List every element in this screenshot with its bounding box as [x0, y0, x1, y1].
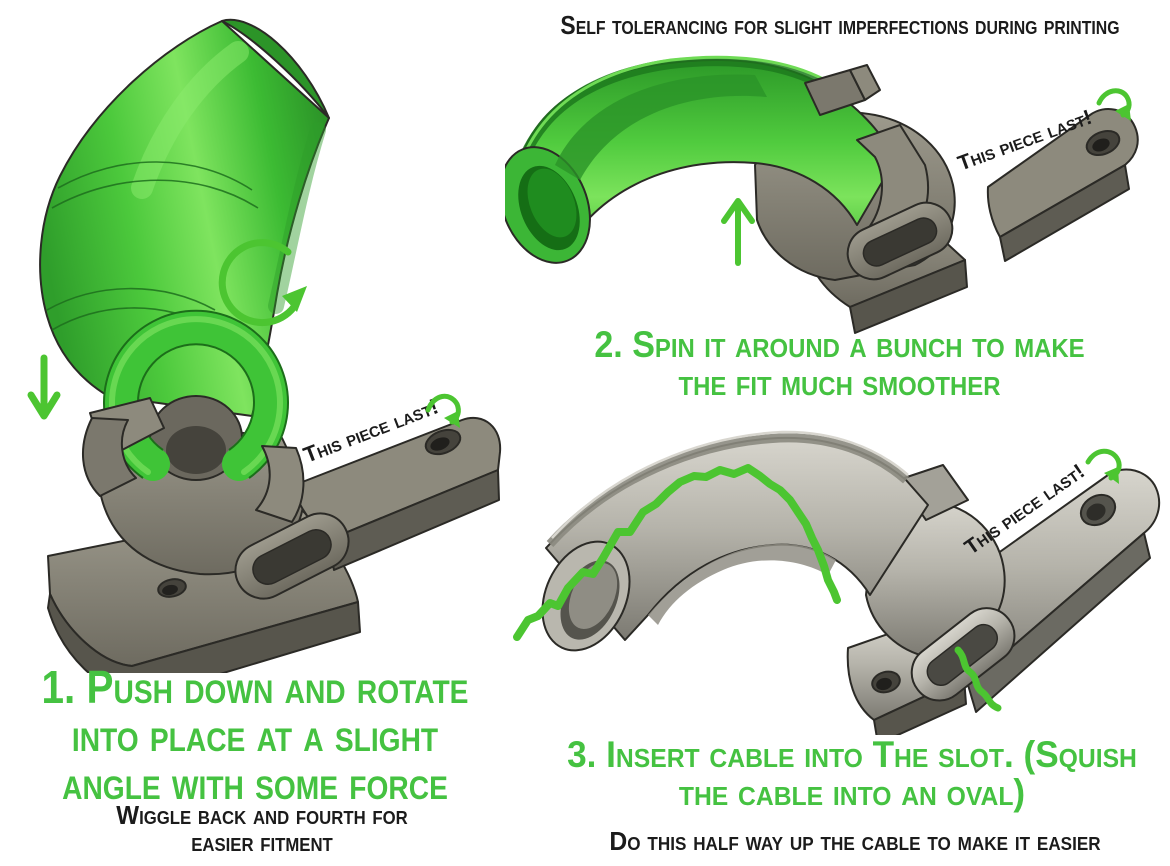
hook-arrow-icon — [1085, 448, 1122, 484]
cable-slot-stadium — [234, 512, 350, 600]
step1-subheading: Wiggle back and fourth for easier fitmen… — [116, 800, 408, 858]
arrow-up-icon — [721, 198, 755, 266]
step3-subheading: Do this half way up the cable to make it… — [609, 826, 1101, 856]
printing-tolerance-note: Self tolerancing for slight imperfection… — [560, 10, 1120, 40]
figure-step1-push-rotate: This piece last! — [27, 18, 502, 673]
green-elbow-tube-cutaway — [505, 55, 896, 264]
step1-heading: 1. Push down and rotate into place at a … — [41, 661, 469, 809]
figure-step3-insert-cable: This piece last! — [513, 430, 1161, 735]
hook-arrow-icon — [1096, 88, 1132, 121]
hook-arrow-icon — [425, 393, 461, 428]
mount-arm — [986, 107, 1139, 262]
arrow-down-icon — [27, 354, 61, 420]
clamp-front-fingers — [82, 397, 305, 523]
figure-step2-spin: This piece last! — [505, 55, 1139, 334]
cable-slot-stadium — [846, 201, 954, 281]
cable-squiggle-icon — [513, 464, 1002, 712]
step3-heading: 3. Insert cable into The slot. (Squish t… — [567, 734, 1137, 814]
silver-elbow-tube-cutaway — [541, 430, 929, 652]
step2-heading: 2. Spin it around a bunch to make the fi… — [594, 324, 1085, 404]
green-elbow-tube — [39, 18, 330, 417]
rotate-cw-icon — [218, 239, 307, 327]
